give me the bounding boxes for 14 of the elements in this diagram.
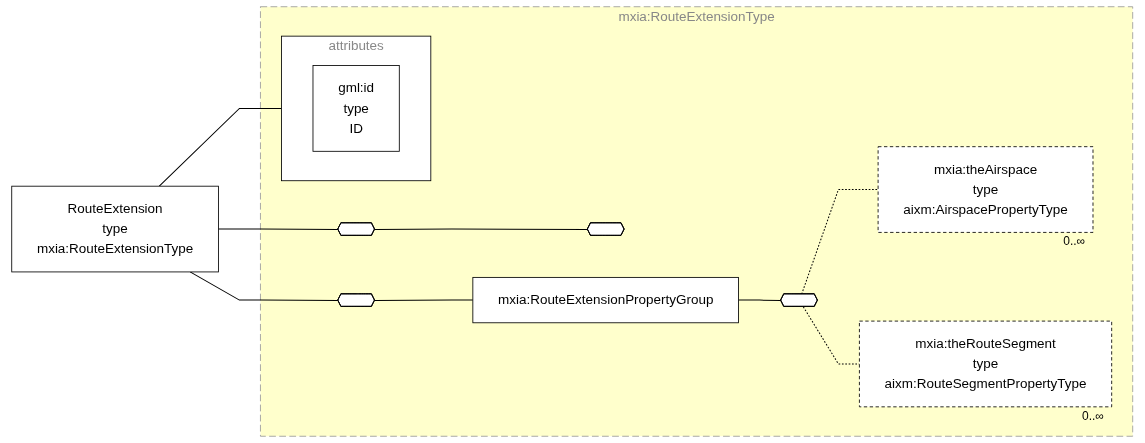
- node-box: mxia:RouteExtensionPropertyGroup: [472, 276, 740, 324]
- connector: [738, 299, 782, 301]
- connector: [374, 299, 474, 301]
- connector: [801, 189, 879, 295]
- connector: [189, 271, 339, 301]
- connector: [374, 228, 589, 230]
- cardinality-label: 0..∞: [1063, 234, 1086, 249]
- node-box: mxia:theRouteSegment type aixm:RouteSegmentPropertyType: [859, 320, 1113, 408]
- node-box: mxia:theAirspace type aixm:AirspacePropertyType: [877, 146, 1094, 233]
- cardinality-label: 0..∞: [1081, 408, 1104, 423]
- node-box: gml:id type ID: [312, 65, 400, 152]
- node-box: RouteExtension type mxia:RouteExtensionType: [11, 185, 220, 273]
- connector: [159, 107, 283, 187]
- connector: [218, 228, 339, 230]
